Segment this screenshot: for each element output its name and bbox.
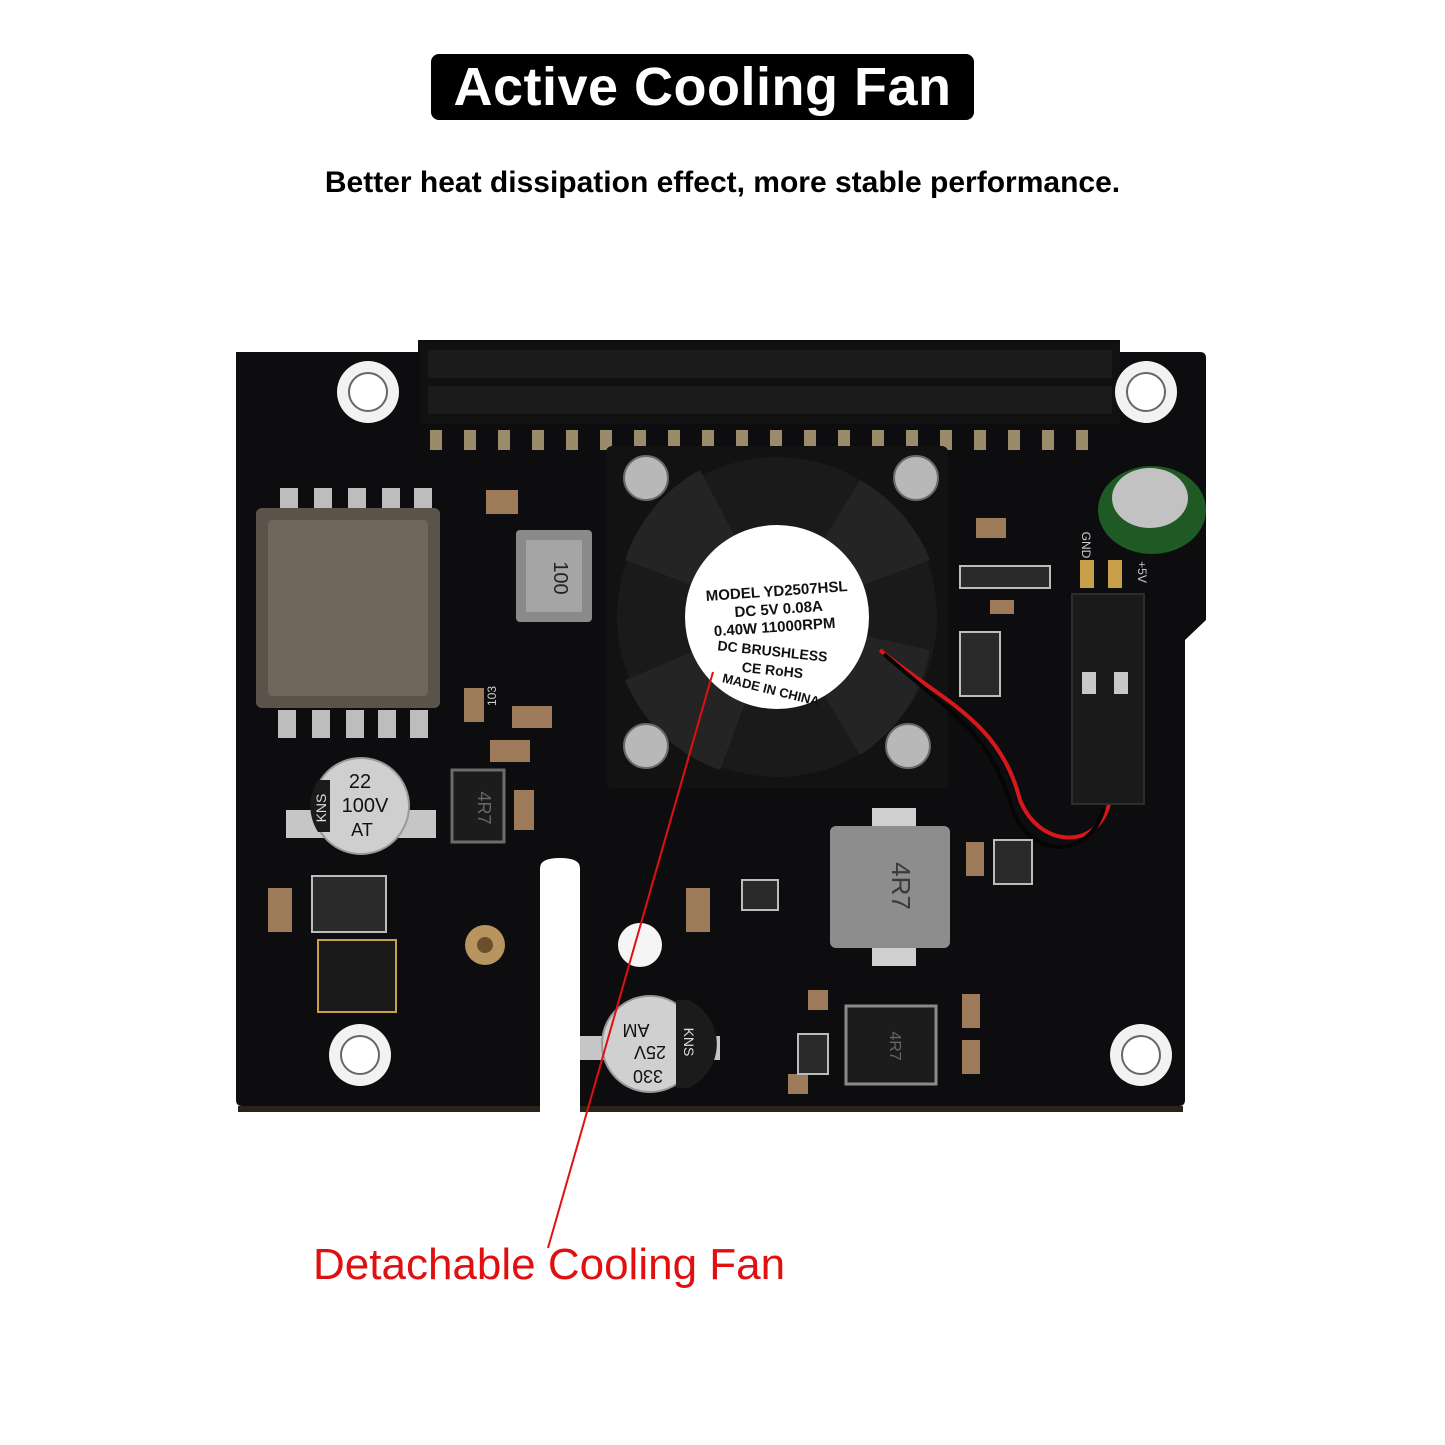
mounting-hole-tl <box>337 361 399 423</box>
inductor-bottom-label: 4R7 <box>886 1031 903 1060</box>
fan-screws <box>623 455 939 769</box>
fan-connector <box>1071 560 1145 805</box>
inductor-4r7-large: 4R7 <box>830 808 950 966</box>
fan-label-voltage: DC 5V 0.08A <box>734 598 824 621</box>
pin-gnd-label: GND <box>1079 532 1093 559</box>
cap-bottom-mark: AM <box>623 1020 650 1040</box>
callout-pointer <box>547 671 714 1249</box>
gpio-pins <box>428 350 1112 414</box>
small-pin-header <box>317 939 397 1013</box>
transformer <box>256 488 440 738</box>
fan-wire-red <box>878 648 1112 840</box>
inductor-4r7-bottom: 4R7 <box>844 1004 938 1086</box>
via-hole <box>618 923 662 967</box>
title-badge: Active Cooling Fan <box>431 54 974 120</box>
callout-label: Detachable Cooling Fan <box>313 1240 786 1289</box>
cap-left-voltage: 100V <box>342 795 389 817</box>
resistor-103-label: 103 <box>485 686 499 706</box>
mounting-hole-tr <box>1115 361 1177 423</box>
capacitor-330uf: AM 25V 330 KNS <box>580 995 720 1093</box>
pin-5v-label: +5V <box>1135 561 1149 583</box>
fan-label-cert: CE RoHS <box>741 659 804 681</box>
mounting-hole-br <box>1110 1024 1172 1086</box>
inductor-100-label: 100 <box>549 561 571 594</box>
cap-bottom-brand: KNS <box>681 1028 697 1057</box>
cap-left-brand: KNS <box>313 794 329 823</box>
cap-left-value: 22 <box>349 771 371 793</box>
capacitor-22uf: 22 100V AT KNS <box>286 757 436 855</box>
cap-bottom-value: 330 <box>633 1066 663 1086</box>
cap-bottom-voltage: 25V <box>634 1042 666 1062</box>
smd-components <box>268 490 1014 1094</box>
fan-wire-black <box>882 652 1106 849</box>
inductor-4r7-left: 4R7 <box>450 768 506 844</box>
inductor-mid-label: 4R7 <box>474 791 494 824</box>
cooling-fan: MODEL YD2507HSL DC 5V 0.08A 0.40W 11000R… <box>606 446 948 788</box>
cap-left-mark: AT <box>351 820 373 840</box>
inductor-large-label: 4R7 <box>886 862 916 910</box>
mounting-hole-bl <box>329 1024 391 1086</box>
inductor-100: 100 <box>516 530 592 622</box>
capacitor-green <box>1098 466 1206 554</box>
gpio-solder-legs <box>430 430 1088 450</box>
page-subtitle: Better heat dissipation effect, more sta… <box>324 166 1121 199</box>
page-title: Active Cooling Fan <box>453 57 952 117</box>
smd-chips <box>311 565 1051 1075</box>
